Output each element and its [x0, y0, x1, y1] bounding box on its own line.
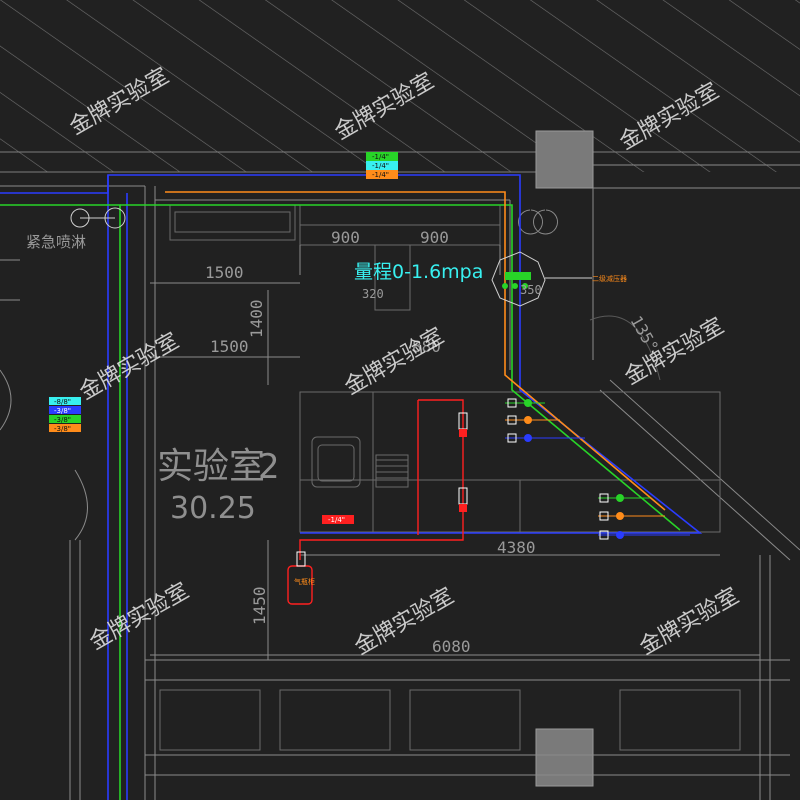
- dimension-lines: [150, 245, 760, 660]
- dim-900-right: 900: [420, 228, 449, 247]
- room-number: 2: [258, 447, 280, 487]
- tag-top-1: -1/4": [372, 153, 389, 161]
- regulator-callout: 二级减压器: [592, 274, 627, 283]
- dim-900-left: 900: [331, 228, 360, 247]
- pipe-tags-top: -1/4" -1/4" -1/4": [366, 152, 398, 179]
- valve-branches: [458, 398, 690, 540]
- pressure-regulator: 二级减压器: [491, 251, 627, 307]
- green-pipe: [0, 204, 681, 800]
- dim-320: 320: [362, 287, 384, 301]
- tag-top-2: -1/4": [372, 162, 389, 170]
- emergency-shower: 紧急喷淋: [26, 207, 126, 251]
- dim-1400: 1400: [247, 299, 266, 338]
- dim-880: 880: [412, 337, 441, 356]
- pipe-tags-left: -8/8" -3/8" -3/8" -3/8": [49, 397, 81, 433]
- gauge-range-label: 量程0-1.6mpa: [354, 261, 483, 283]
- red-pipe: [299, 399, 464, 560]
- watermark-5: 金牌实验室: [341, 324, 449, 401]
- watermark-4: 金牌实验室: [76, 329, 184, 406]
- dim-4380: 4380: [497, 538, 536, 557]
- column-bottom: [535, 728, 594, 787]
- pipe-tags-bottom: -1/4": [322, 515, 354, 524]
- tag-left-3: -3/8": [54, 416, 71, 424]
- column-top: [535, 130, 594, 189]
- hatched-exterior: [0, 0, 800, 173]
- tag-left-4: -3/8": [54, 425, 71, 433]
- room-area: 30.25: [170, 491, 256, 526]
- blue-pipe: [0, 174, 703, 800]
- walls: [0, 164, 800, 800]
- dimension-texts: 900 900 1500 1500 1400 4380 1450 6080 35…: [205, 228, 662, 656]
- shower-label: 紧急喷淋: [26, 233, 86, 251]
- tag-bottom-1: -1/4": [328, 516, 345, 524]
- dim-1450: 1450: [250, 586, 269, 625]
- room-name: 实验室: [157, 446, 265, 487]
- tag-left-2: -3/8": [54, 407, 71, 415]
- tag-left-1: -8/8": [54, 398, 71, 406]
- dim-350: 350: [520, 283, 542, 297]
- dim-1500-mid: 1500: [210, 337, 249, 356]
- room-label: 实验室 2 30.25: [157, 446, 280, 526]
- cabinet-label: 气瓶柜: [294, 577, 315, 586]
- tag-top-3: -1/4": [372, 171, 389, 179]
- dim-6080: 6080: [432, 637, 471, 656]
- watermark-9: 金牌实验室: [636, 584, 744, 661]
- watermark-7: 金牌实验室: [86, 579, 194, 656]
- gas-cabinet: 气瓶柜: [287, 551, 315, 605]
- dim-1500-top: 1500: [205, 263, 244, 282]
